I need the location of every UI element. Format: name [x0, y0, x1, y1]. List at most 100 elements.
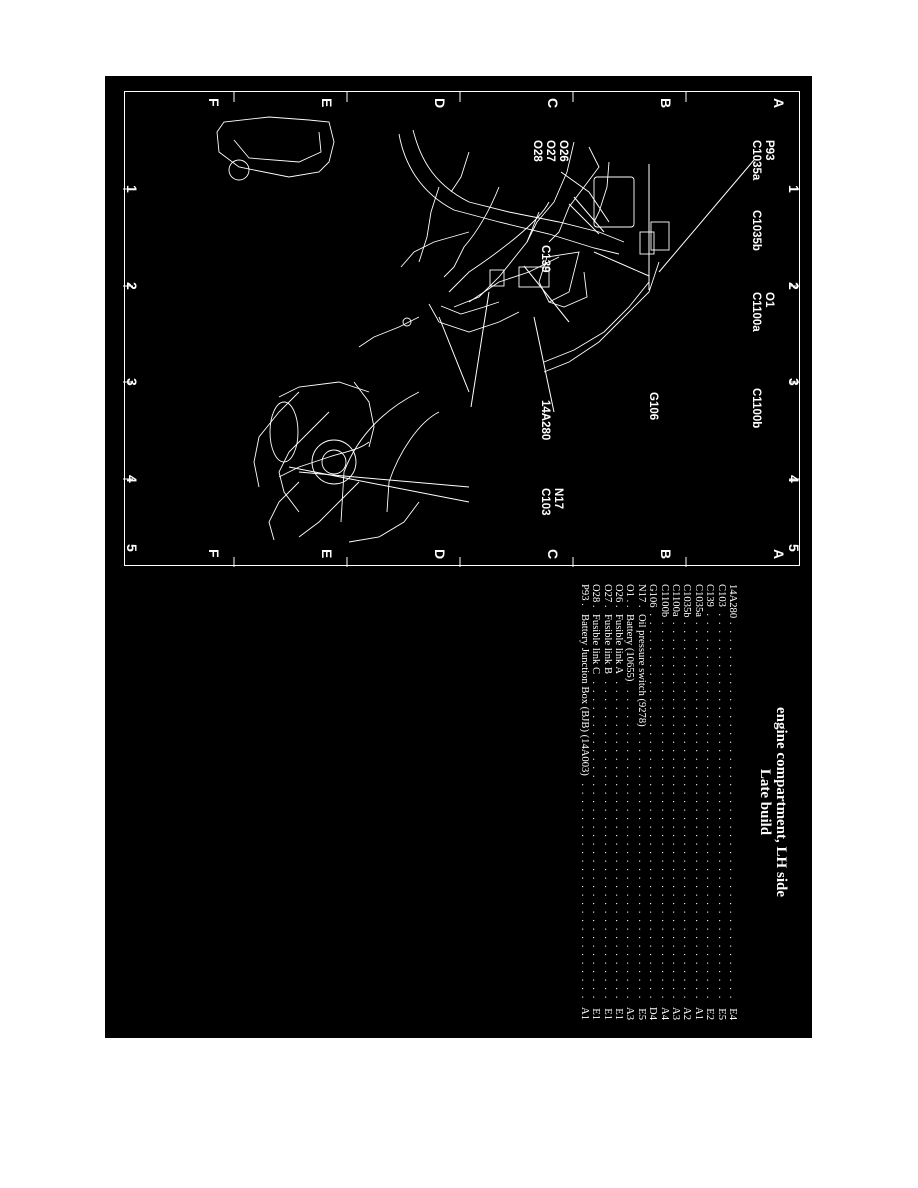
- legend-leader-dots: . . . . . . . . . . . . . . . . . . . . …: [704, 584, 716, 1000]
- grid-label-row-a-left: A: [771, 98, 787, 109]
- grid-label-col-5-top: 5: [786, 544, 802, 552]
- diagram-sheet: 1 2 3 4 A B C D E F 1 2 3 4 5 5 A B C D …: [105, 76, 812, 1038]
- legend-row: . . . . . . . . . . . . . . . . . . . . …: [624, 584, 636, 1020]
- grid-label-col-3-bottom: 3: [124, 378, 140, 386]
- legend-code: O27 .: [601, 584, 613, 610]
- grid-label-col-4-bottom: 4: [124, 475, 140, 483]
- legend-title-line-2: Late build: [757, 768, 774, 836]
- legend-description: Fusible link B: [601, 614, 613, 677]
- legend-location: E1: [589, 1006, 602, 1020]
- grid-label-col-3-top: 3: [786, 378, 802, 386]
- legend-leader-dots: . . . . . . . . . . . . . . . . . . . . …: [727, 584, 738, 1000]
- legend-description: Fusible link A: [612, 614, 625, 677]
- leader-lines: [288, 159, 755, 503]
- legend-title: engine compartment, LH side Late build: [757, 584, 789, 1020]
- legend-leader-dots: . . . . . . . . . . . . . . . . . . . . …: [681, 584, 693, 1000]
- grid-label-row-c-left: C: [545, 98, 561, 109]
- legend-row: . . . . . . . . . . . . . . . . . . . . …: [589, 584, 602, 1020]
- engine-illustration: [123, 92, 799, 567]
- legend-row: . . . . . . . . . . . . . . . . . . . . …: [692, 584, 704, 1020]
- callout-n17: N17: [552, 488, 564, 510]
- legend-leader-dots: . . . . . . . . . . . . . . . . . . . . …: [658, 584, 670, 1000]
- legend-row: . . . . . . . . . . . . . . . . . . . . …: [715, 584, 727, 1020]
- legend-row: . . . . . . . . . . . . . . . . . . . . …: [669, 584, 682, 1020]
- legend-location: E1: [612, 1006, 625, 1020]
- legend-location: E5: [715, 1006, 727, 1020]
- legend-row: . . . . . . . . . . . . . . . . . . . . …: [635, 584, 647, 1020]
- grid-label-col-1-top: 1: [786, 185, 802, 193]
- legend-code: C1035a: [692, 584, 704, 619]
- grid-label-row-f-left: F: [206, 98, 222, 107]
- legend-code: G106: [646, 584, 659, 610]
- callout-c103: C103: [539, 488, 551, 516]
- legend-location: E4: [726, 1006, 738, 1020]
- callout-o28: O28: [531, 140, 543, 162]
- legend-location: A3: [624, 1005, 636, 1020]
- callout-o26: O26: [557, 140, 569, 162]
- legend-location: E5: [635, 1006, 647, 1020]
- legend-panel: engine compartment, LH side Late build .…: [120, 584, 790, 1020]
- grid-label-col-2-top: 2: [786, 282, 802, 290]
- legend-code: 14A280: [726, 584, 738, 621]
- legend-code: O28 .: [589, 584, 602, 610]
- grid-label-row-b-left: B: [658, 98, 674, 109]
- callout-o1: O1: [763, 292, 775, 308]
- grid-label-col-5-bottom: 5: [124, 544, 140, 552]
- callout-c1035b: C1035b: [750, 210, 762, 251]
- legend-title-line-1: engine compartment, LH side: [773, 707, 789, 897]
- legend-code: P93 .: [578, 584, 590, 608]
- legend-leader-dots: . . . . . . . . . . . . . . . . . . . . …: [715, 584, 727, 1000]
- legend-description: Battery (10655): [624, 614, 636, 684]
- legend-description: Fusible link C: [589, 614, 602, 677]
- callout-c1100b: C1100b: [750, 388, 762, 429]
- legend-code: O26 .: [612, 584, 625, 610]
- grid-label-col-4-top: 4: [786, 475, 802, 483]
- grid-label-row-d-right: D: [432, 549, 448, 560]
- legend-location: A3: [669, 1005, 682, 1020]
- grid-label-row-a-right: A: [771, 549, 787, 560]
- legend-code: N17 .: [635, 584, 647, 610]
- legend-code: O1 .: [624, 584, 636, 605]
- legend-list: . . . . . . . . . . . . . . . . . . . . …: [578, 584, 738, 1020]
- grid-label-row-b-right: B: [658, 549, 674, 560]
- legend-location: A2: [681, 1005, 693, 1020]
- legend-row: . . . . . . . . . . . . . . . . . . . . …: [646, 584, 659, 1020]
- legend-location: E1: [601, 1006, 613, 1020]
- legend-row: . . . . . . . . . . . . . . . . . . . . …: [726, 584, 738, 1020]
- grid-label-row-d-left: D: [432, 98, 448, 109]
- engine-drawing: [216, 116, 670, 543]
- legend-row: . . . . . . . . . . . . . . . . . . . . …: [578, 584, 590, 1020]
- callout-c1035a: C1035a: [750, 140, 762, 181]
- legend-location: D4: [646, 1005, 659, 1020]
- legend-leader-dots: . . . . . . . . . . . . . . . . . . . . …: [647, 584, 659, 1000]
- callout-p93: P93: [763, 140, 775, 161]
- legend-location: A1: [692, 1005, 704, 1020]
- callout-o27: O27: [544, 140, 556, 162]
- legend-location: E2: [703, 1006, 716, 1020]
- legend-leader-dots: . . . . . . . . . . . . . . . . . . . . …: [670, 584, 682, 1000]
- legend-code: C103: [715, 584, 727, 609]
- grid-ticks: [123, 92, 799, 567]
- grid-label-col-2-bottom: 2: [124, 282, 140, 290]
- diagram-frame: 1 2 3 4 A B C D E F 1 2 3 4 5 5 A B C D …: [123, 91, 802, 567]
- legend-leader-dots: . . . . . . . . . . . . . . . . . . . . …: [692, 584, 704, 1000]
- legend-code: C1100b: [658, 584, 670, 620]
- legend-row: . . . . . . . . . . . . . . . . . . . . …: [601, 584, 613, 1020]
- callout-c139: C139: [539, 245, 551, 273]
- legend-code: C1035b: [681, 584, 693, 620]
- legend-description: Battery Junction Box (BJB) (14A003): [578, 614, 590, 778]
- grid-label-row-e-right: E: [319, 549, 335, 559]
- legend-location: A4: [658, 1005, 670, 1020]
- grid-label-row-e-left: E: [319, 98, 335, 108]
- grid-label-row-f-right: F: [206, 549, 222, 558]
- callout-c1100a: C1100a: [750, 292, 762, 332]
- callout-14a280: 14A280: [539, 400, 551, 441]
- legend-location: A1: [578, 1005, 590, 1020]
- grid-label-row-c-right: C: [545, 549, 561, 560]
- grid-label-col-1-bottom: 1: [124, 185, 140, 193]
- rotated-page: 1 2 3 4 A B C D E F 1 2 3 4 5 5 A B C D …: [105, 76, 812, 1038]
- legend-row: . . . . . . . . . . . . . . . . . . . . …: [703, 584, 716, 1020]
- legend-row: . . . . . . . . . . . . . . . . . . . . …: [612, 584, 625, 1020]
- legend-description: Oil pressure switch (9278): [635, 614, 647, 729]
- legend-row: . . . . . . . . . . . . . . . . . . . . …: [658, 584, 670, 1020]
